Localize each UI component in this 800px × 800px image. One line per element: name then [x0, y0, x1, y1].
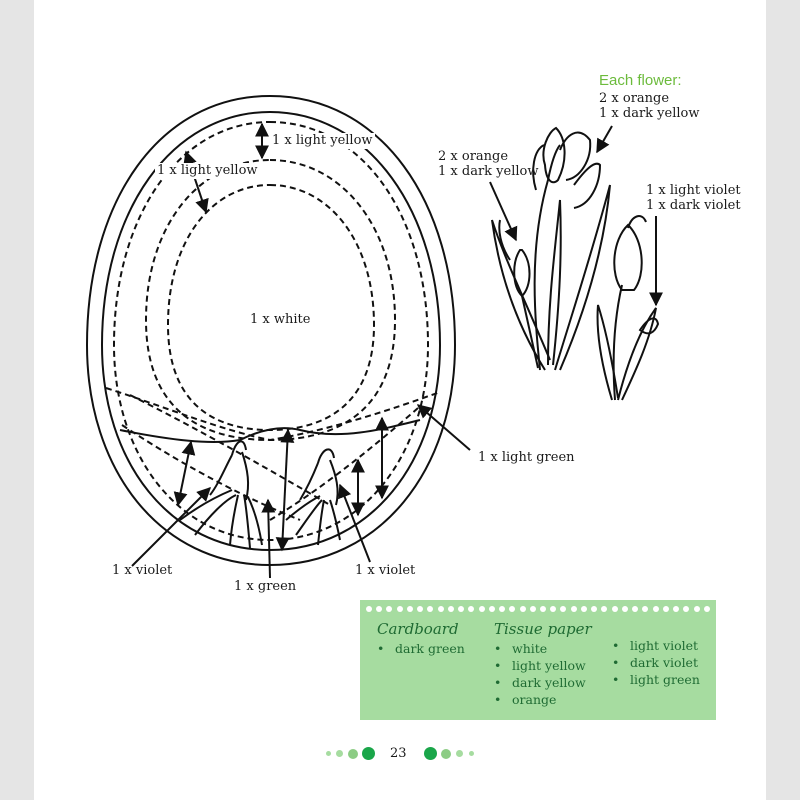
list-item: dark yellow — [494, 674, 586, 691]
dotted-border — [360, 606, 716, 614]
label-left-orange: 2 x orange — [438, 149, 509, 164]
list-item: dark green — [377, 640, 465, 657]
label-light-yellow-top: 1 x light yellow — [270, 133, 375, 149]
label-light-green: 1 x light green — [478, 450, 575, 465]
crocus-left-group — [491, 126, 611, 371]
basket-dashed-a — [105, 387, 441, 442]
label-green: 1 x green — [234, 579, 297, 594]
each-flower-title: Each flower: — [599, 72, 682, 89]
label-light-yellow-left: 1 x light yellow — [155, 163, 260, 179]
label-each-dark-yellow: 1 x dark yellow — [599, 106, 700, 121]
egg-outer — [85, 94, 457, 567]
tissue-list-col2: light violet dark violet light green — [612, 637, 700, 688]
cardboard-list: dark green — [377, 640, 465, 657]
tissue-title: Tissue paper — [494, 620, 592, 638]
tissue-list-col1: white light yellow dark yellow orange — [494, 640, 586, 708]
materials-box: Cardboard dark green Tissue paper white … — [360, 600, 716, 720]
basket-dashed-d — [129, 394, 331, 506]
label-right-light-violet: 1 x light violet — [646, 183, 741, 198]
egg-inner-solid — [100, 110, 442, 552]
cardboard-title: Cardboard — [377, 620, 459, 638]
label-right-dark-violet: 1 x dark violet — [646, 198, 741, 213]
label-white: 1 x white — [250, 312, 311, 327]
crocus-right-group — [596, 215, 660, 401]
label-violet-left: 1 x violet — [112, 563, 173, 578]
list-item: dark violet — [612, 654, 700, 671]
list-item: light yellow — [494, 657, 586, 674]
page-number: 23 — [390, 746, 407, 761]
label-violet-right: 1 x violet — [355, 563, 416, 578]
list-item: light green — [612, 671, 700, 688]
label-left-dark-yellow: 1 x dark yellow — [438, 164, 539, 179]
grass-line — [119, 419, 421, 443]
list-item: light violet — [612, 637, 700, 654]
list-item: orange — [494, 691, 586, 708]
label-each-orange: 2 x orange — [599, 91, 670, 106]
egg-dashed-2 — [144, 158, 397, 442]
list-item: white — [494, 640, 586, 657]
egg-dashed-3 — [166, 183, 376, 432]
